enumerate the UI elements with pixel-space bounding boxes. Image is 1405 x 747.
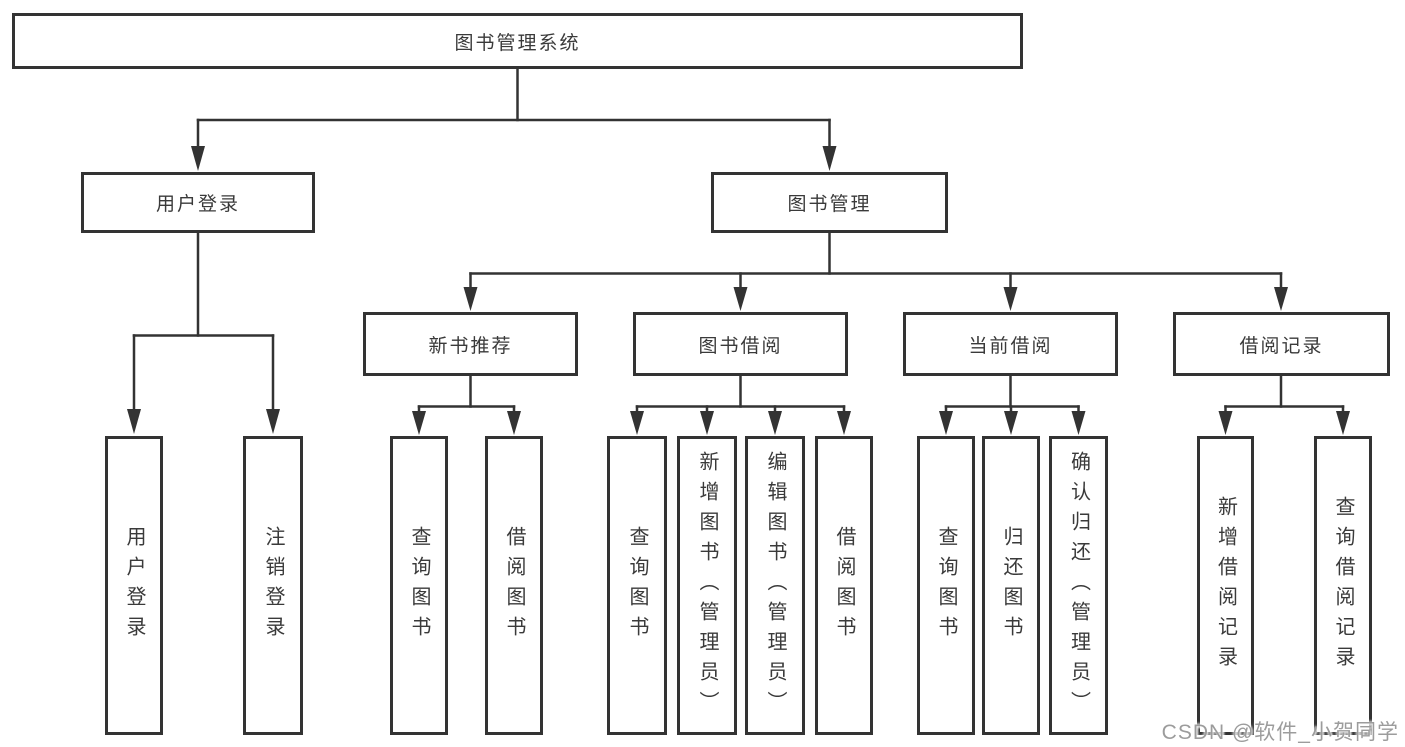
leaf-query-books-3-label: 查询图书 (935, 525, 957, 646)
node-book-borrow: 图书借阅 (633, 312, 848, 376)
leaf-user-login: 用户登录 (105, 436, 163, 735)
leaf-query-books-1: 查询图书 (390, 436, 448, 735)
leaf-edit-books-admin: 编辑图书（管理员） (745, 436, 805, 735)
leaf-query-borrow-record: 查询借阅记录 (1314, 436, 1372, 735)
node-new-book-recommend: 新书推荐 (363, 312, 578, 376)
leaf-confirm-return-admin: 确认归还（管理员） (1049, 436, 1108, 735)
leaf-borrow-books-1: 借阅图书 (485, 436, 543, 735)
node-user-login: 用户登录 (81, 172, 315, 233)
leaf-borrow-books-2-label: 借阅图书 (833, 525, 855, 646)
leaf-logout: 注销登录 (243, 436, 303, 735)
leaf-add-books-admin-label: 新增图书（管理员） (696, 450, 718, 721)
node-user-login-label: 用户登录 (155, 194, 240, 215)
node-book-management: 图书管理 (711, 172, 948, 233)
leaf-add-borrow-record: 新增借阅记录 (1197, 436, 1254, 735)
leaf-query-books-2: 查询图书 (607, 436, 667, 735)
leaf-add-borrow-record-label: 新增借阅记录 (1214, 495, 1237, 676)
node-system-root: 图书管理系统 (12, 13, 1023, 69)
leaf-return-books: 归还图书 (982, 436, 1040, 735)
leaf-query-books-3: 查询图书 (917, 436, 975, 735)
node-current-borrow-label: 当前借阅 (968, 335, 1053, 357)
leaf-logout-label: 注销登录 (262, 525, 284, 646)
leaf-user-login-label: 用户登录 (123, 525, 145, 646)
arrowheads (127, 146, 1350, 435)
node-borrow-record-label: 借阅记录 (1239, 335, 1324, 357)
node-system-root-label: 图书管理系统 (454, 32, 581, 54)
node-current-borrow: 当前借阅 (903, 312, 1118, 376)
leaf-borrow-books-1-label: 借阅图书 (503, 525, 525, 646)
csdn-watermark: CSDN @软件_小贺同学 (1161, 721, 1399, 744)
leaf-query-books-1-label: 查询图书 (408, 525, 430, 646)
node-book-management-label: 图书管理 (787, 194, 872, 215)
node-book-borrow-label: 图书借阅 (698, 335, 783, 357)
leaf-return-books-label: 归还图书 (1000, 525, 1022, 646)
leaf-confirm-return-admin-label: 确认归还（管理员） (1067, 450, 1090, 721)
node-borrow-record: 借阅记录 (1173, 312, 1390, 376)
leaf-query-borrow-record-label: 查询借阅记录 (1332, 495, 1354, 676)
node-new-book-recommend-label: 新书推荐 (428, 335, 513, 357)
leaf-edit-books-admin-label: 编辑图书（管理员） (764, 450, 786, 721)
leaf-query-books-2-label: 查询图书 (626, 525, 648, 646)
leaf-add-books-admin: 新增图书（管理员） (677, 436, 737, 735)
leaf-borrow-books-2: 借阅图书 (815, 436, 873, 735)
